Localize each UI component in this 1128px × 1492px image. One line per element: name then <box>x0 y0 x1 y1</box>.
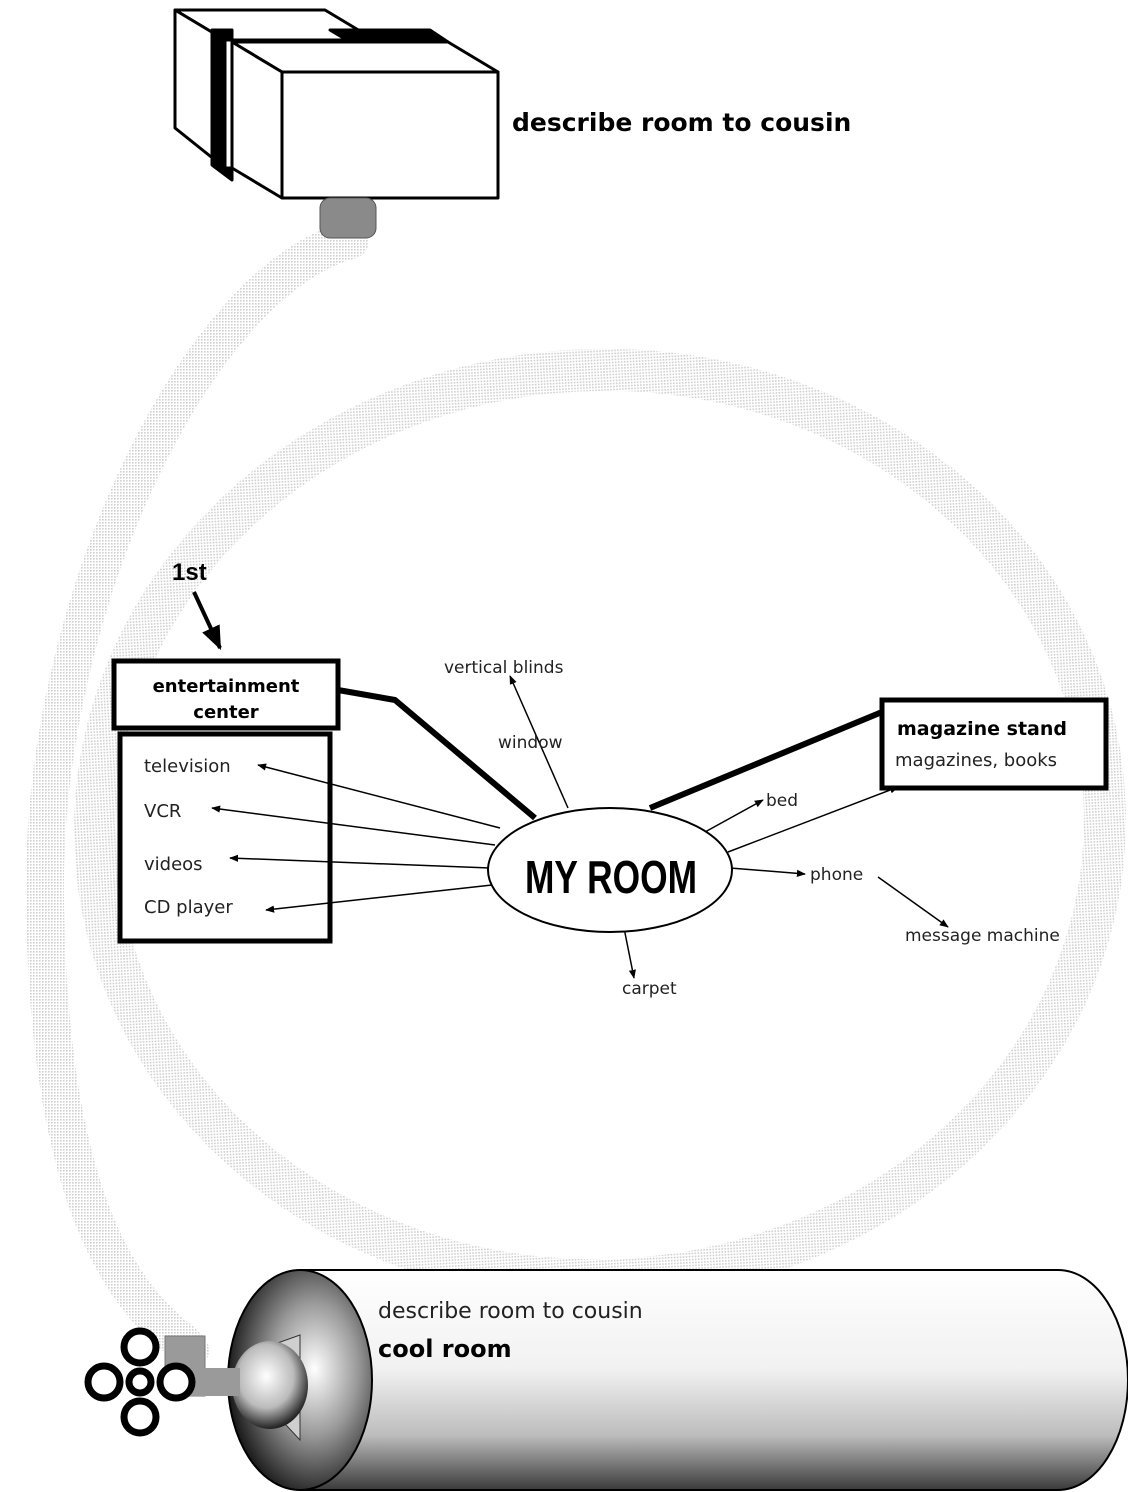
entertainment-title-line1: entertainment <box>153 676 300 697</box>
link-magazine <box>648 709 884 811</box>
entertainment-item: videos <box>144 854 203 875</box>
center-label: MY ROOM <box>525 851 697 903</box>
magazine-box <box>879 697 1109 791</box>
valve-icon <box>84 1327 196 1437</box>
branch-lines <box>211 675 949 979</box>
branch-message-machine: message machine <box>905 926 1060 946</box>
cylinder <box>227 1269 1128 1491</box>
magazine-title: magazine stand <box>897 718 1067 740</box>
magazine-item: magazines, books <box>895 750 1057 771</box>
valve-pipe <box>190 1368 240 1396</box>
entertainment-title-box <box>111 658 341 731</box>
entertainment-title-line2: center <box>193 702 259 723</box>
tube-link <box>25 221 369 1369</box>
cylinder-subtitle: describe room to cousin <box>378 1299 643 1324</box>
first-marker-label: 1st <box>172 559 207 586</box>
top-box-connector <box>319 197 377 239</box>
top-box <box>173 8 500 200</box>
entertainment-item: VCR <box>144 801 181 822</box>
branch-phone: phone <box>810 865 863 885</box>
center-node <box>487 807 733 933</box>
cylinder-title: cool room <box>378 1335 512 1363</box>
branch-window: window <box>498 733 563 753</box>
branch-bed: bed <box>766 791 798 811</box>
branch-vertical-blinds: vertical blinds <box>444 658 564 678</box>
entertainment-item: television <box>144 756 231 777</box>
link-entertainment <box>337 687 537 821</box>
top-box-label: describe room to cousin <box>512 108 851 137</box>
branch-carpet: carpet <box>622 979 677 999</box>
entertainment-item: CD player <box>144 897 233 918</box>
first-marker-arrow <box>192 591 222 651</box>
